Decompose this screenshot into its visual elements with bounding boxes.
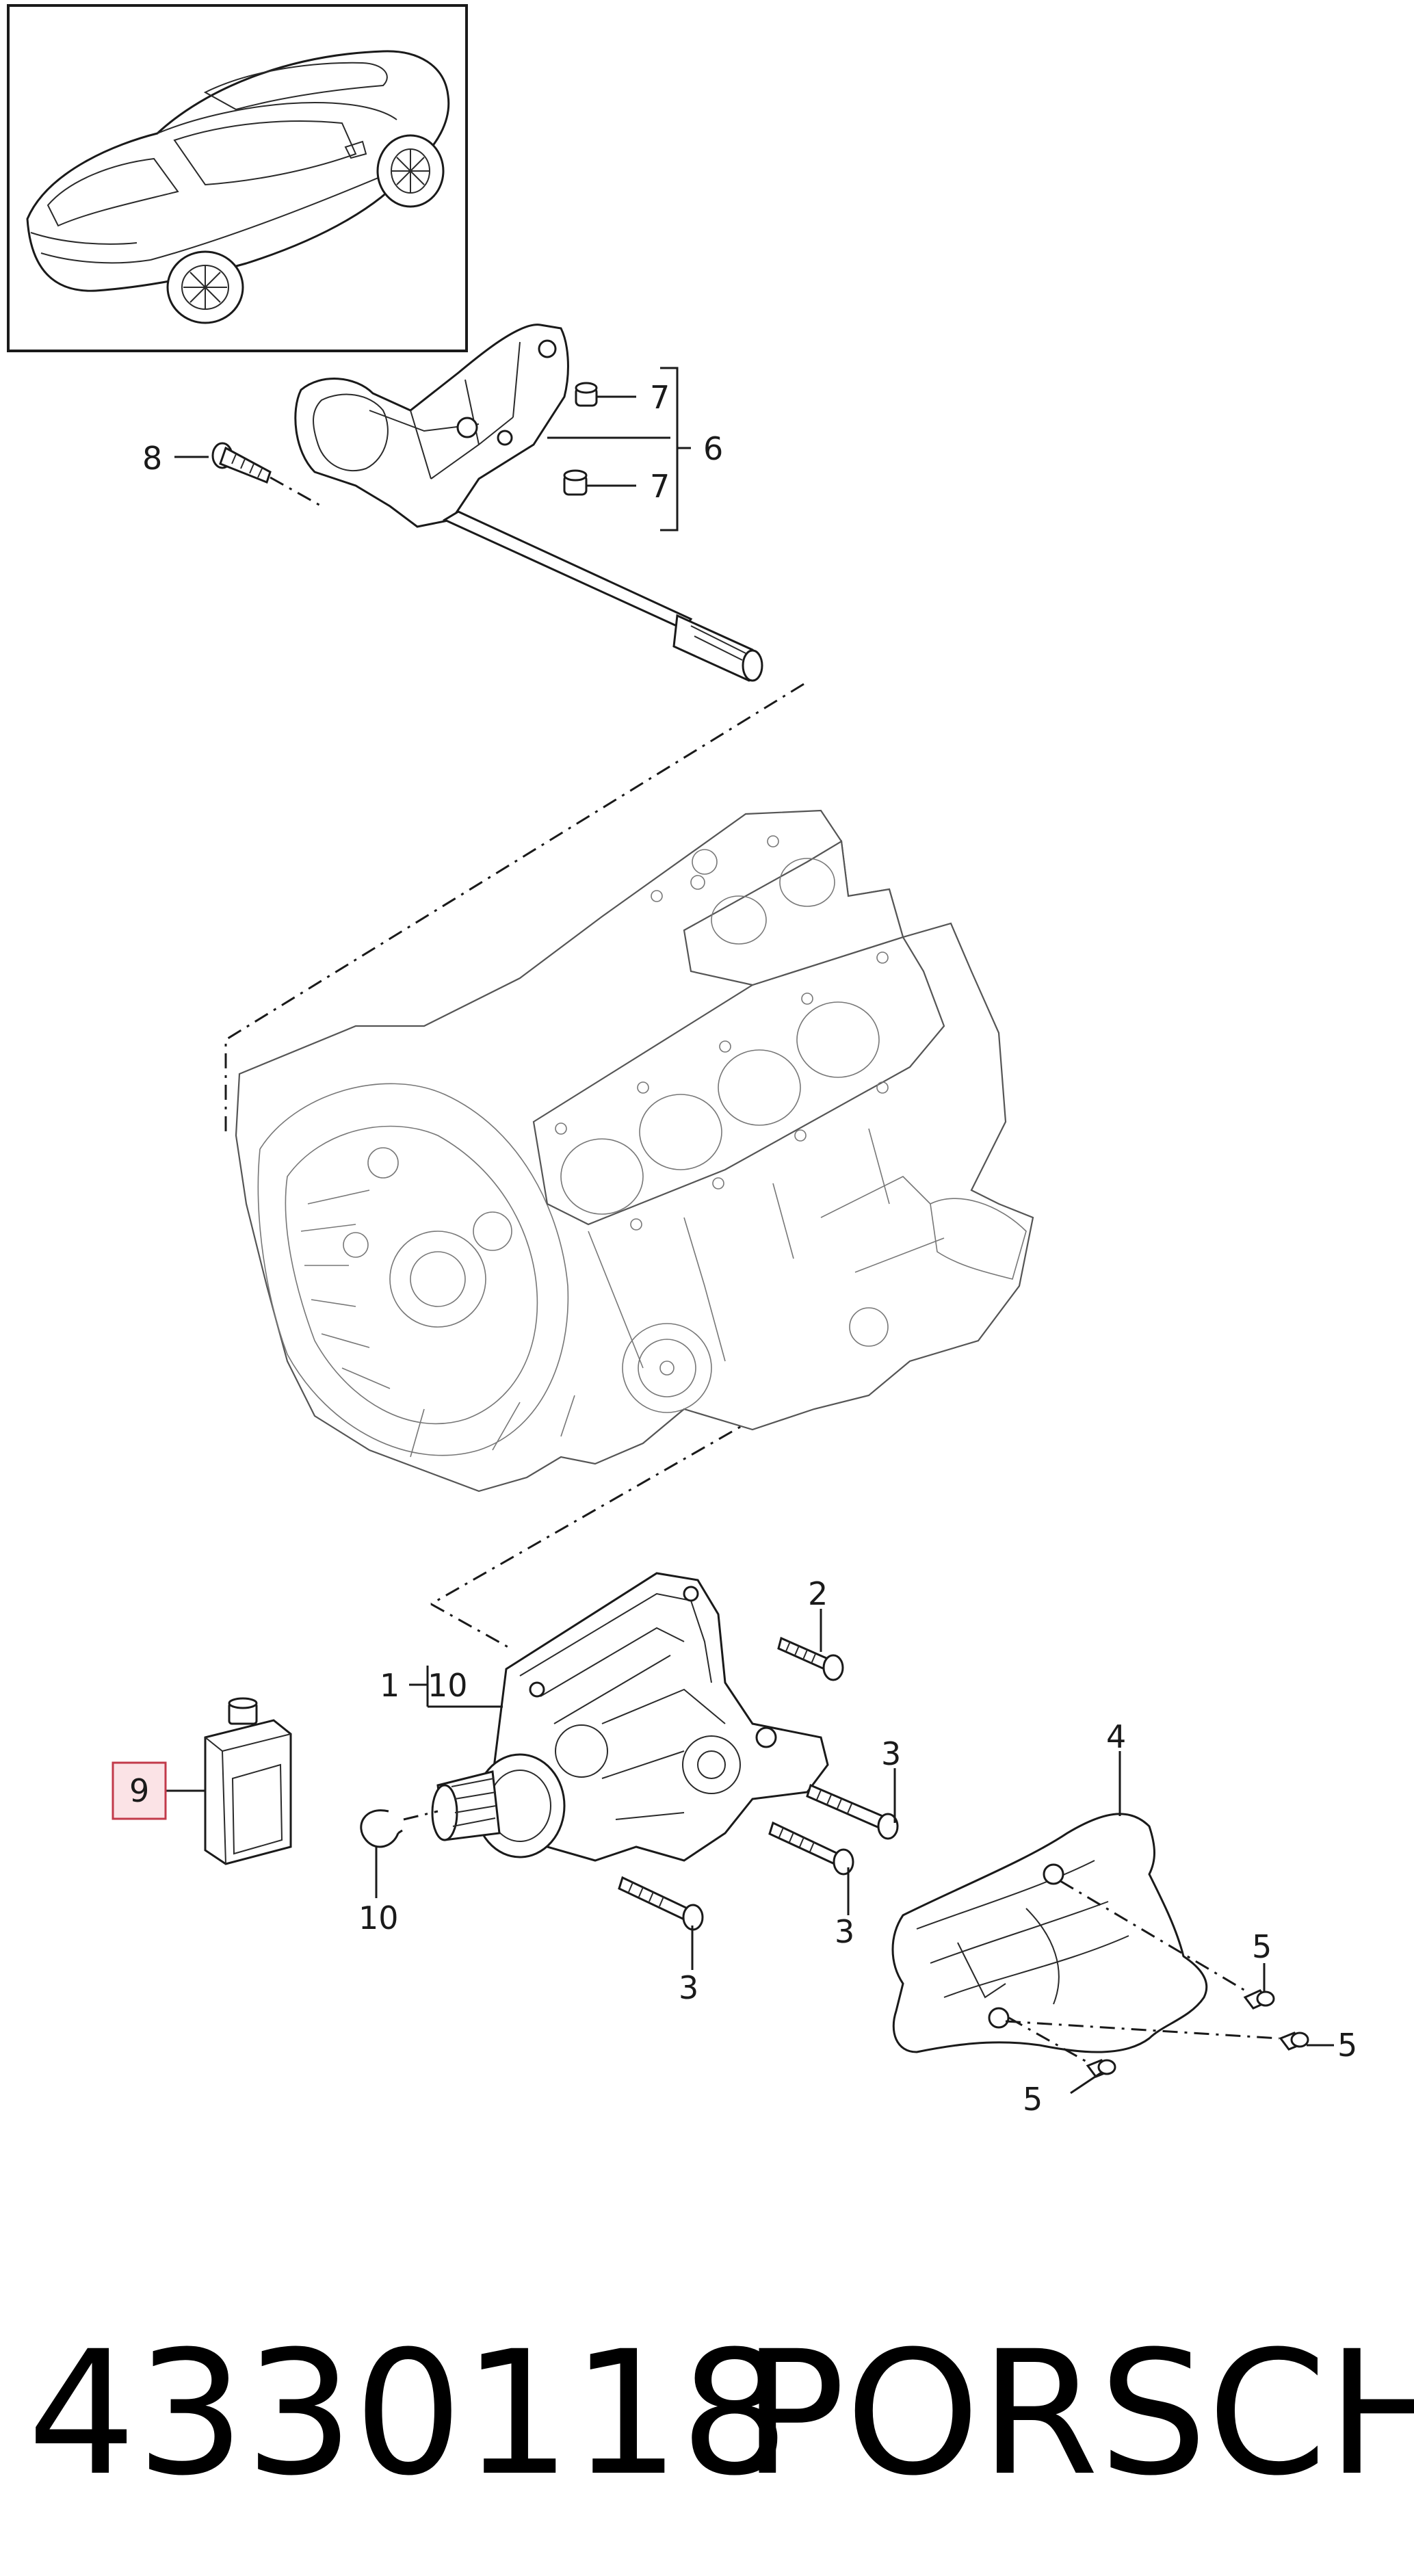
engine-block <box>235 809 1034 1493</box>
callout-3-lower: 3 <box>679 1969 698 2006</box>
bolt-5-bottom <box>1086 2059 1116 2078</box>
vehicle-thumbnail <box>7 4 468 352</box>
brand-name: PORSCHE <box>742 2314 1414 2513</box>
bolt-2 <box>777 1636 844 1681</box>
bolt-5-right <box>1279 2032 1309 2051</box>
front-differential-unit <box>360 1572 829 1862</box>
callout-8: 8 <box>142 440 162 477</box>
callout-4: 4 <box>1106 1718 1126 1755</box>
callout-7-upper: 7 <box>650 379 670 416</box>
callout-5-right: 5 <box>1337 2027 1357 2064</box>
callout-5-top: 5 <box>1252 1928 1272 1965</box>
dowel-sleeve-lower <box>563 469 588 496</box>
callout-10-top: 10 <box>428 1667 468 1704</box>
callout-labels: 7 7 6 8 2 1 10 3 3 3 10 9 4 5 5 5 <box>129 379 1357 2118</box>
callout-1: 1 <box>380 1667 400 1704</box>
highlight-box-9 <box>112 1761 167 1820</box>
circlip <box>360 1809 438 1848</box>
callout-5-bottom: 5 <box>1023 2081 1043 2118</box>
callout-10-bottom: 10 <box>358 1900 399 1936</box>
callout-2: 2 <box>808 1575 828 1612</box>
callout-7-lower: 7 <box>650 468 670 505</box>
front-axle-drive-assembly <box>211 324 763 682</box>
assembly-dashed-guides <box>224 683 804 1651</box>
callout-9: 9 <box>129 1772 149 1809</box>
bolt-8 <box>211 442 272 484</box>
car-illustration <box>26 50 450 324</box>
bolt-3-upper-right <box>806 1783 899 1840</box>
callout-3-middle: 3 <box>835 1913 854 1950</box>
bolt-3-lower <box>618 1876 704 1931</box>
callout-3-right: 3 <box>881 1735 901 1772</box>
part-number: 4330118 <box>27 2314 789 2513</box>
bolt-5-top <box>1243 1989 1275 2010</box>
callout-6: 6 <box>703 430 723 467</box>
leader-lines-lower <box>166 1609 1334 2094</box>
heat-shield <box>891 1813 1280 2064</box>
bolt-3-middle <box>768 1821 854 1876</box>
oil-bottle <box>204 1697 292 1865</box>
dowel-sleeve-upper <box>575 382 598 407</box>
footer: 4330118 PORSCHE <box>27 2314 1414 2513</box>
leader-lines-top <box>174 367 691 531</box>
